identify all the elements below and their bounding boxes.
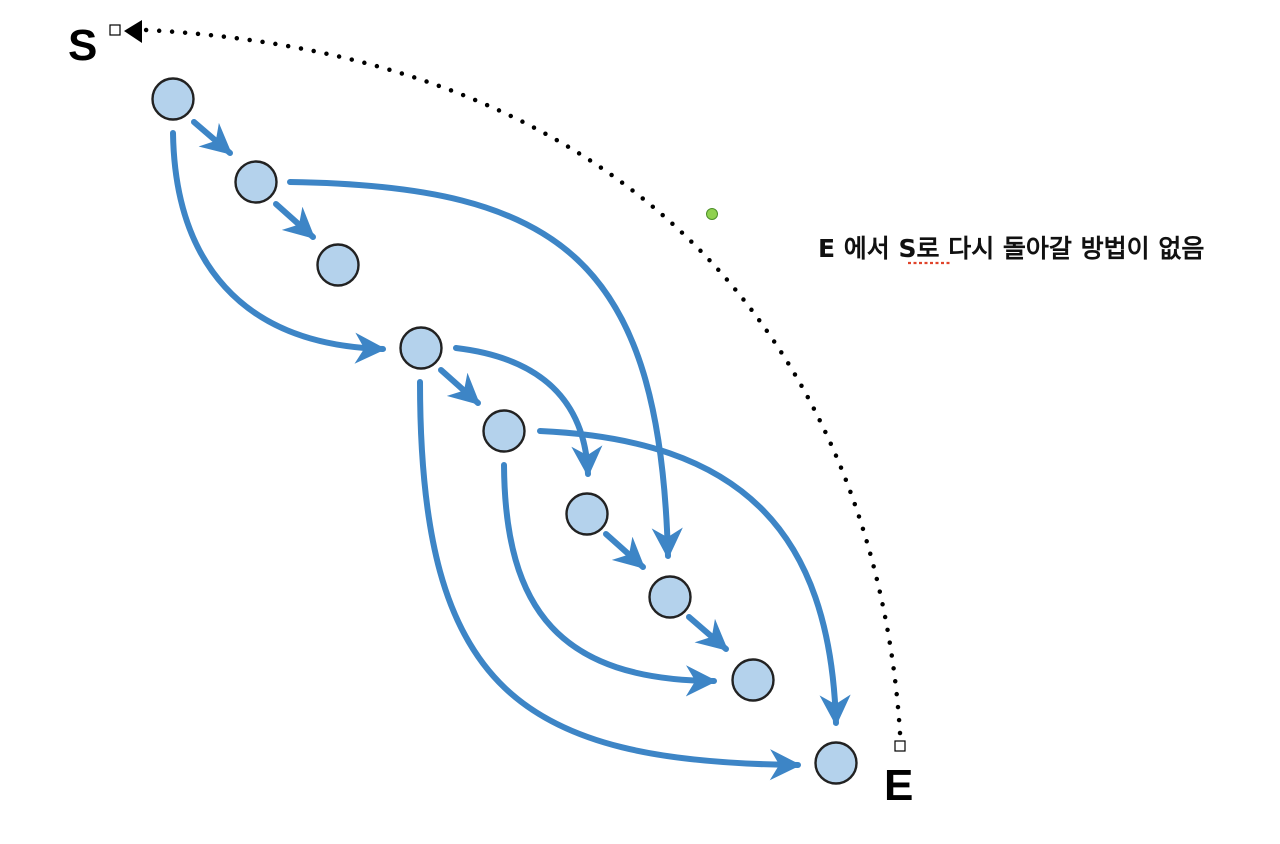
node-n3[interactable] bbox=[316, 243, 360, 287]
end-label: E bbox=[884, 761, 913, 810]
node-n6[interactable] bbox=[565, 492, 609, 536]
edge-n2-n7 bbox=[287, 179, 683, 560]
note-marked-word: S bbox=[899, 234, 917, 263]
node-n2[interactable] bbox=[234, 160, 278, 204]
edge-n1-n4 bbox=[170, 130, 387, 364]
note-prefix: E 에서 bbox=[818, 234, 899, 263]
path-start-handle[interactable] bbox=[109, 24, 121, 36]
path-control-handle[interactable] bbox=[706, 208, 718, 220]
edge-n5-n9 bbox=[537, 428, 851, 727]
edge-n1-n2 bbox=[191, 119, 233, 156]
node-n8[interactable] bbox=[731, 658, 775, 702]
return-path-dotted bbox=[143, 27, 903, 736]
node-n4[interactable] bbox=[399, 326, 443, 370]
note-suffix: 로 다시 돌아갈 방법이 없음 bbox=[917, 234, 1205, 263]
edge-n5-n8 bbox=[501, 462, 718, 697]
edge-n4-n9 bbox=[417, 379, 802, 781]
edge-n6-n7 bbox=[603, 531, 646, 570]
edge-n7-n8 bbox=[686, 614, 729, 652]
return-arrowhead bbox=[124, 20, 142, 43]
edge-n2-n3 bbox=[273, 201, 316, 240]
node-n1[interactable] bbox=[151, 77, 195, 121]
node-n9[interactable] bbox=[814, 741, 858, 785]
node-n5[interactable] bbox=[482, 409, 526, 453]
path-end-handle[interactable] bbox=[894, 740, 906, 752]
note-text: E 에서 S로 다시 돌아갈 방법이 없음 bbox=[818, 234, 1204, 263]
edge-n4-n6 bbox=[453, 345, 603, 478]
edge-n4-n5 bbox=[438, 367, 481, 406]
node-n7[interactable] bbox=[648, 575, 692, 619]
start-label: S bbox=[68, 21, 97, 70]
